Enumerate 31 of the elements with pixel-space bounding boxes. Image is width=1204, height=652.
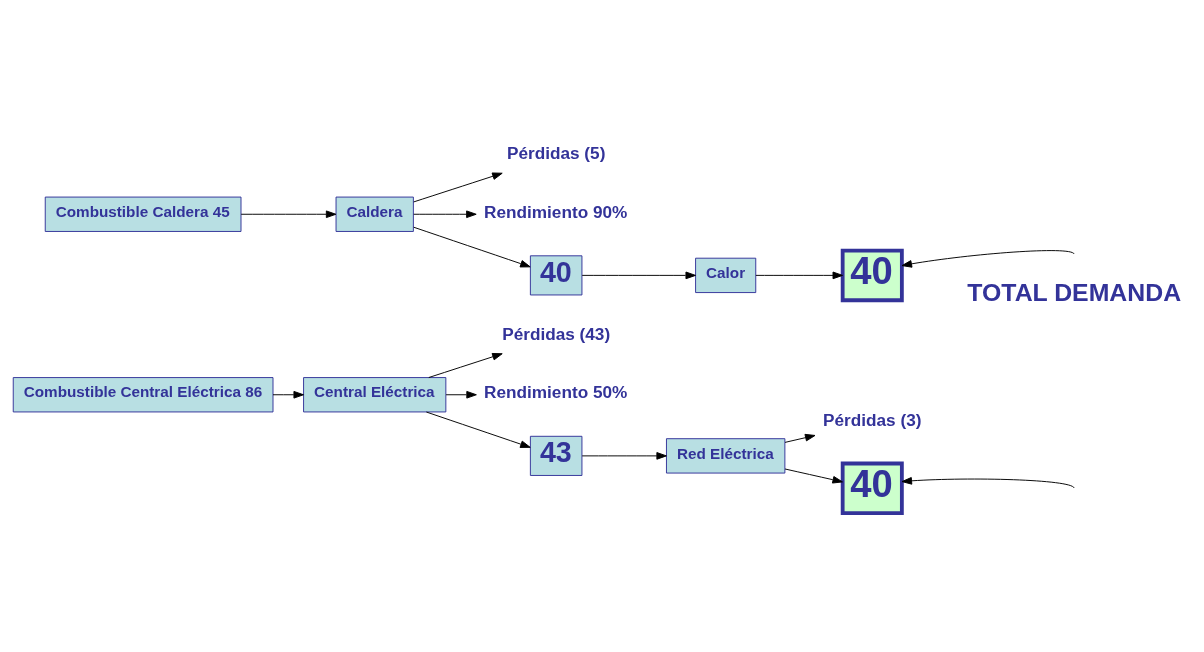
node-box: Central Eléctrica (303, 377, 447, 413)
arrow (428, 353, 503, 378)
node-box: Red Eléctrica (666, 438, 786, 474)
arrow (272, 390, 304, 399)
node-box: 43 (529, 435, 583, 476)
arrow (240, 210, 337, 219)
arrow (425, 411, 531, 448)
node-text: Rendimiento 50% (484, 382, 628, 403)
arrow (581, 271, 696, 280)
arrow (413, 210, 477, 219)
node-text: Rendimiento 90% (484, 201, 628, 222)
arrow (901, 250, 1075, 268)
arrow (445, 390, 477, 399)
node-box: Caldera (335, 196, 414, 232)
node-box: 40 (840, 248, 904, 303)
arrow (901, 477, 1075, 489)
arrow (413, 172, 503, 203)
arrow (581, 452, 667, 460)
arrow (413, 226, 531, 268)
arrow (784, 468, 843, 484)
node-text: Pérdidas (43) (502, 323, 611, 344)
node-box: 40 (840, 461, 904, 516)
arrow (784, 433, 816, 443)
node-box: Calor (695, 257, 757, 294)
arrow (755, 271, 844, 280)
node-text: Pérdidas (3) (823, 409, 922, 430)
node-text: Pérdidas (5) (506, 143, 606, 164)
node-box: Combustible Central Eléctrica 86 (12, 377, 274, 413)
node-box: Combustible Caldera 45 (44, 196, 242, 232)
label: TOTAL DEMANDA (967, 279, 1182, 307)
node-box: 40 (529, 255, 583, 296)
